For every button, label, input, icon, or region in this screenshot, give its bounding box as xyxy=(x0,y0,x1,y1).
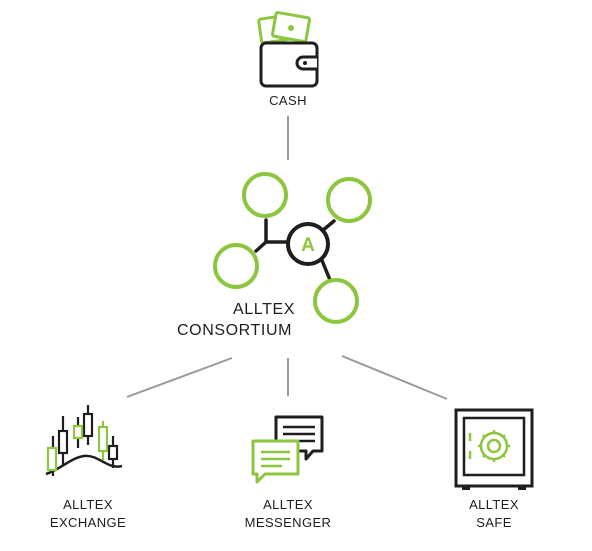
cash-label: CASH xyxy=(269,93,307,108)
candlestick-chart-icon xyxy=(45,405,123,476)
messenger-label-line1: ALLTEX xyxy=(263,497,313,512)
safe-vault-icon xyxy=(454,408,534,490)
safe-label-line2: SAFE xyxy=(476,515,512,530)
node-top-right xyxy=(326,177,372,223)
consortium-label-line2: CONSORTIUM xyxy=(177,322,293,339)
exchange-label-line2: EXCHANGE xyxy=(49,515,127,530)
hub-node xyxy=(286,222,330,266)
consortium-label-line1: ALLTEX xyxy=(233,301,295,318)
node-bottom-right xyxy=(313,278,359,324)
connector-safe xyxy=(341,355,448,400)
safe-label-line1: ALLTEX xyxy=(469,497,519,512)
connector-exchange xyxy=(126,357,233,398)
messenger-label-line2: MESSENGER xyxy=(244,515,332,530)
wallet-cash-icon xyxy=(257,11,319,88)
chat-bubbles-icon xyxy=(251,415,324,484)
node-top-left xyxy=(242,172,288,218)
hub-letter: A xyxy=(301,235,315,256)
node-left xyxy=(213,243,259,289)
network-hub-icon: A xyxy=(213,172,372,324)
connectors xyxy=(126,116,448,400)
exchange-label-line1: ALLTEX xyxy=(63,497,113,512)
